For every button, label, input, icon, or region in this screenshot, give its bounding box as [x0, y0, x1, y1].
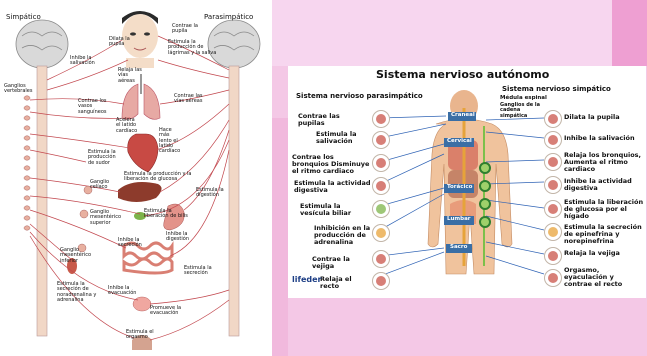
sympathetic-spinal-cord — [37, 66, 47, 336]
heart-icon — [128, 134, 158, 172]
label-estimula-secrecion: Estimula la secreción — [184, 266, 212, 277]
kidney-icon — [372, 224, 390, 242]
symp-item-epinephrine: Estimula la secreción de epinefrina y no… — [564, 224, 644, 244]
symp-item-saliva: Inhibe la salivación — [564, 135, 644, 142]
symp-item-glucose: Estimula la liberación de glucosa por el… — [564, 199, 644, 219]
stomach-icon — [544, 176, 562, 194]
bladder-icon — [133, 297, 151, 311]
label-ganglio-mesenterico-inferior: Ganglio mesentérico inferior — [60, 248, 86, 264]
label-promueve-evacuacion: Promueve la evacuación — [150, 306, 200, 317]
stomach-icon — [372, 177, 390, 195]
region-thoracic: Torácico — [447, 185, 472, 191]
para-item-bladder: Contrae la vejiga — [312, 256, 372, 270]
lifeder-watermark: lifeder — [292, 276, 322, 284]
background-stripe-left — [272, 118, 288, 356]
label-dilata-pupila: Dilata la pupila — [109, 37, 133, 48]
sympathetic-chain-ganglia — [24, 96, 30, 230]
para-item-bronchi: Contrae los bronquios Disminuye el ritmo… — [292, 154, 372, 174]
spinal-cord-label: Médula espinal — [500, 96, 547, 102]
symp-item-bladder: Relaja la vejiga — [564, 250, 644, 257]
label-estimula-orgasmo: Estimula el orgasmo — [126, 330, 156, 341]
sympathetic-heading: Simpático — [6, 14, 41, 21]
bladder-icon — [544, 247, 562, 265]
symp-item-bronchi: Relaja los bronquios, Aumenta el ritmo c… — [564, 152, 644, 172]
label-estimula-bilis: Estimula la liberación de bilis — [144, 209, 188, 220]
label-contrae-vias: Contrae las vías aéreas — [174, 94, 204, 105]
para-item-gallbladder: Estimula la vesícula biliar — [300, 203, 372, 217]
lungs-icon — [544, 153, 562, 171]
mouth-icon — [544, 131, 562, 149]
region-sacral: Sacro — [450, 245, 467, 251]
gallbladder-icon — [372, 200, 390, 218]
label-relaja-vias: Relaja las vías aéreas — [118, 68, 144, 84]
label-inhibe-evacuacion: Inhibe la evacuación — [108, 286, 138, 297]
sympathetic-chain-label: Ganglios de la cadena simpática — [500, 103, 540, 119]
region-cranial: Craneal — [451, 113, 475, 119]
background-stripe-top — [272, 0, 647, 66]
para-item-pupils: Contrae las pupilas — [298, 113, 368, 127]
label-estimula-digestion: Estimula la digestión — [196, 188, 224, 199]
symp-item-orgasm: Orgasmo, eyaculación y contrae el recto — [564, 267, 644, 287]
label-estimula-sudor: Estimula la producción de sudor — [88, 150, 118, 166]
liver-icon — [544, 200, 562, 218]
label-contrae-pupila: Contrae la pupila — [172, 24, 206, 35]
label-ganglio-celiaco: Ganglio celíaco — [90, 180, 114, 191]
label-estimula-lagrimas: Estimula la producción de lágrimas y la … — [168, 40, 218, 56]
background-stripe-right — [612, 0, 647, 66]
label-contrae-vasos: Contrae los vasos sanguíneos — [78, 99, 112, 115]
liver-icon — [118, 182, 162, 202]
para-item-digestive: Estimula la actividad digestiva — [294, 180, 372, 194]
para-item-rectum: Relaja el recto — [320, 276, 372, 290]
region-cervical: Cervical — [447, 139, 472, 145]
label-inhibe-salivacion: Inhibe la salivación — [70, 56, 100, 67]
autonomic-nervous-system-illustration: Simpático Parasimpático Dilata la pupila… — [0, 0, 272, 356]
sympathetic-brain-icon — [16, 20, 68, 68]
label-acelera-latido: Acelera el latido cardíaco — [116, 118, 138, 134]
label-estimula-glucosa: Estimula la producción y la liberación d… — [124, 172, 194, 183]
label-estimula-noradrenalina: Estimula la secreción de noradrenalina y… — [57, 282, 99, 303]
para-item-adrenaline: Inhibición en la producción de adrenalin… — [314, 225, 372, 245]
sympathetic-ganglion-icon — [479, 162, 491, 174]
sympathetic-ganglion-icon — [479, 216, 491, 228]
label-ganglio-mesenterico-superior: Ganglio mesentérico superior — [90, 210, 116, 226]
sympathetic-ganglion-icon — [479, 180, 491, 192]
eye-icon — [372, 110, 390, 128]
sympathetic-ganglion-icon — [479, 198, 491, 210]
reproductive-icon — [544, 269, 562, 287]
parasympathetic-spinal-cord — [229, 66, 239, 336]
eye-icon — [544, 110, 562, 128]
parasympathetic-heading: Parasimpático — [204, 14, 253, 21]
symp-item-digestive: Inhibe la actividad digestiva — [564, 178, 644, 192]
label-inhibe-secrecion: Inhibe la secreción — [118, 238, 142, 249]
lungs-icon — [372, 154, 390, 172]
mouth-icon — [372, 131, 390, 149]
rectum-icon — [372, 272, 390, 290]
autonomic-system-infographic: Sistema nervioso autónomo Sistema nervio… — [288, 66, 646, 298]
para-item-saliva: Estimula la salivación — [316, 131, 372, 145]
symp-item-pupil: Dilata la pupila — [564, 114, 644, 121]
region-lumbar: Lumbar — [447, 217, 471, 223]
label-inhibe-digestion: Inhibe la digestión — [166, 232, 196, 243]
label-ganglios-vertebrales: Ganglios vertebrales — [4, 84, 28, 95]
bladder-icon — [372, 250, 390, 268]
adrenal-icon — [544, 223, 562, 241]
label-hace-lento: Hace más lento el latido cardíaco — [159, 128, 183, 154]
